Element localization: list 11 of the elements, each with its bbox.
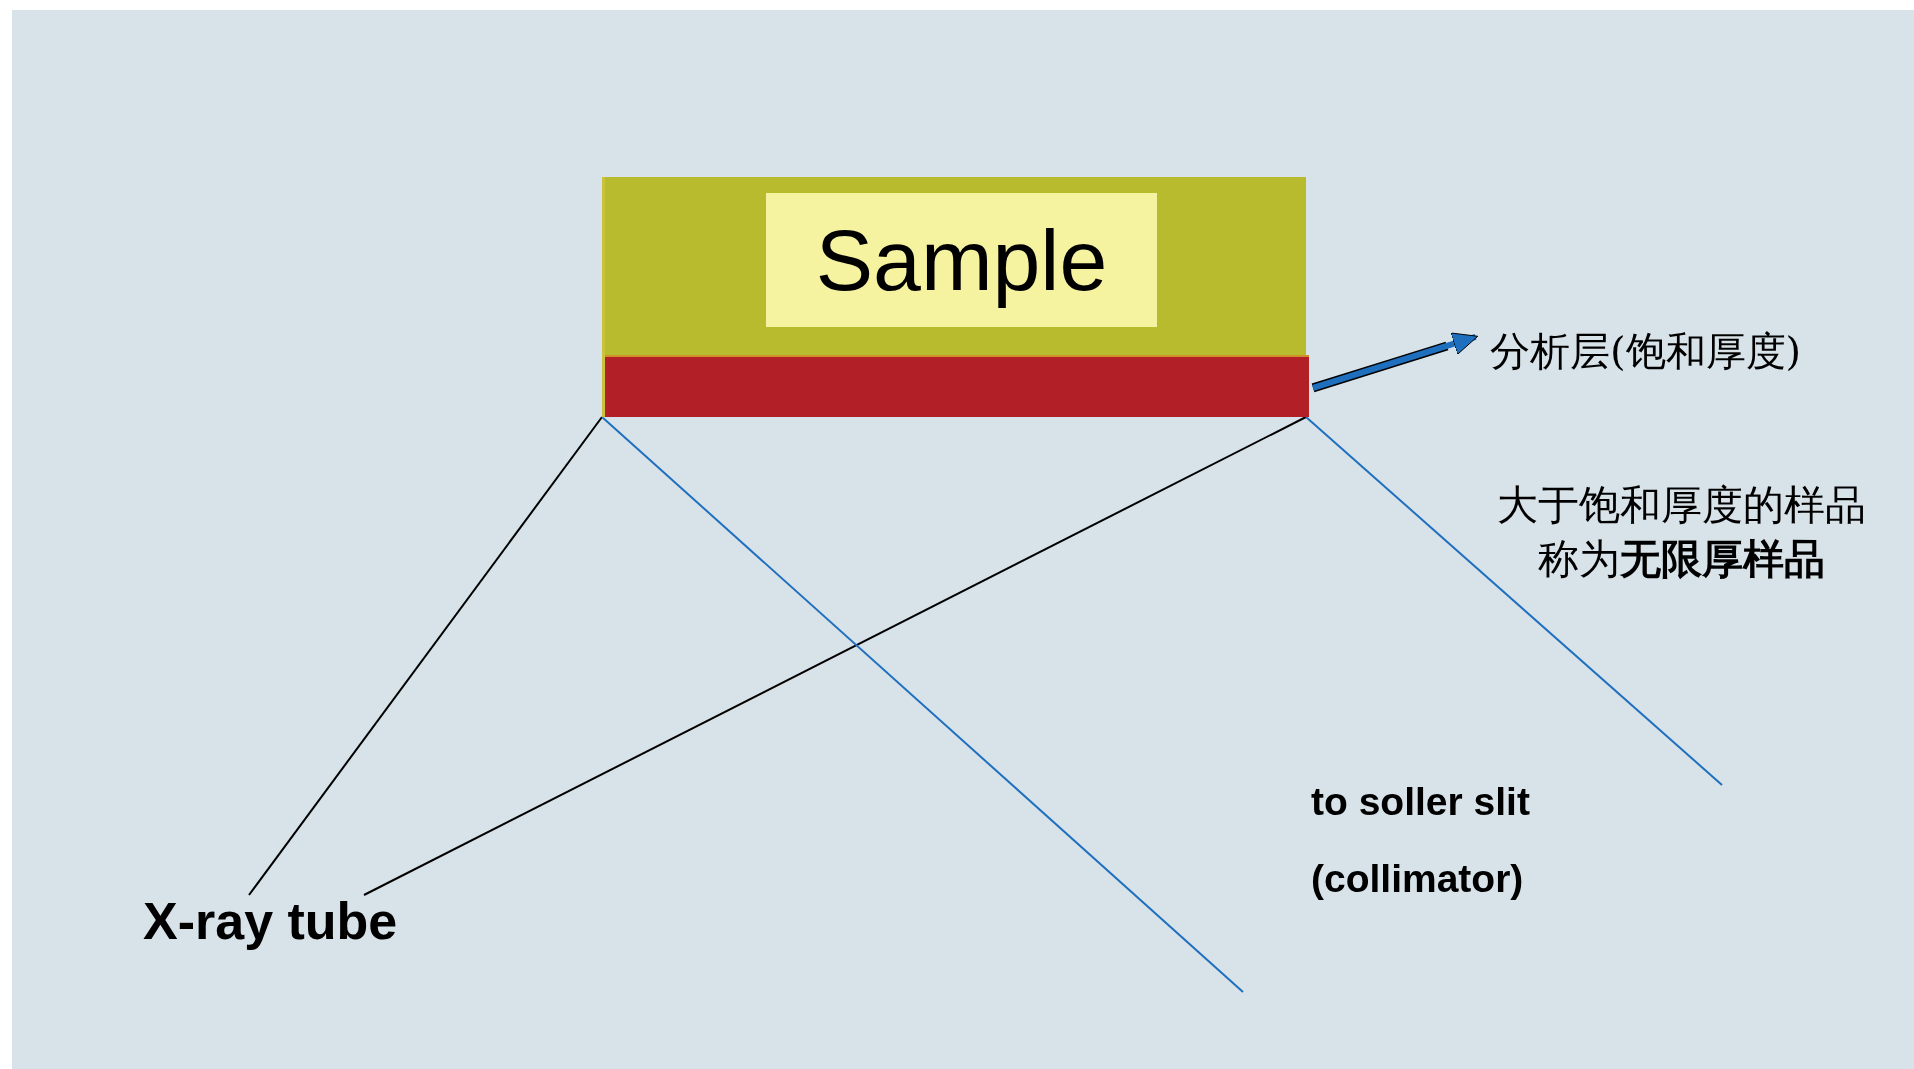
sample-block (602, 177, 1306, 417)
arrow (1311, 332, 1479, 393)
sample-label-box: Sample (766, 193, 1157, 327)
layer-band (605, 355, 1309, 417)
callout-text: 分析层(饱和厚度) (1490, 324, 1850, 378)
note-text: 大于饱和厚度的样品称为无限厚样品 (1495, 480, 1867, 585)
beam-line (363, 416, 1307, 896)
beam-line (1305, 416, 1723, 786)
outlet-label: to soller slit (collimator) (1311, 779, 1531, 902)
beam-line (601, 416, 1244, 993)
beam-line (248, 416, 603, 896)
